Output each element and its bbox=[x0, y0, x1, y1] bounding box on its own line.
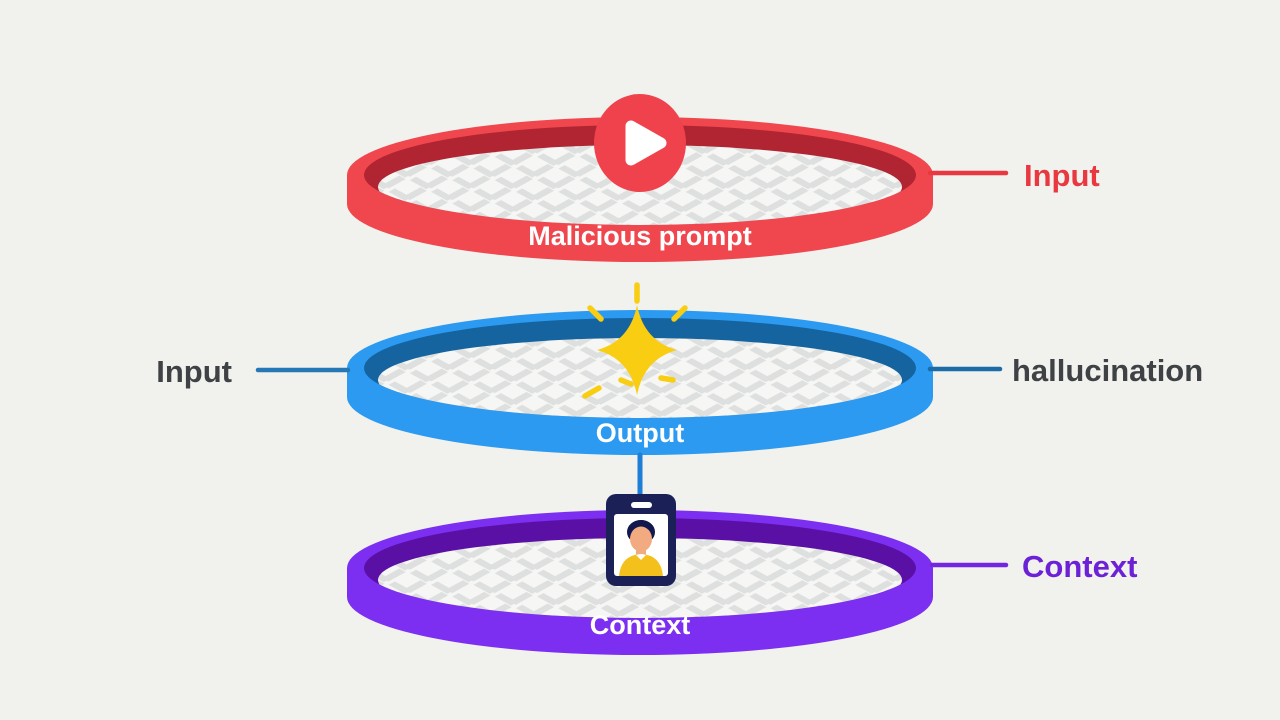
ring-label-output: Output bbox=[596, 418, 684, 448]
label-context-purple: Context bbox=[1022, 549, 1137, 584]
badge-person bbox=[619, 520, 663, 576]
sparkle-icon bbox=[582, 282, 688, 399]
ring-label-malicious-prompt: Malicious prompt bbox=[528, 221, 752, 251]
label-input-dark: Input bbox=[156, 354, 232, 389]
label-hallucination: hallucination bbox=[1012, 353, 1203, 388]
badge-slot bbox=[631, 502, 652, 508]
play-triangle bbox=[625, 120, 667, 166]
id-badge-icon bbox=[606, 494, 676, 586]
ring-label-context: Context bbox=[590, 610, 691, 640]
label-input-red: Input bbox=[1024, 158, 1100, 193]
play-icon bbox=[594, 94, 686, 192]
sparkle-rays bbox=[582, 282, 688, 399]
ring-output: Output bbox=[347, 310, 933, 455]
